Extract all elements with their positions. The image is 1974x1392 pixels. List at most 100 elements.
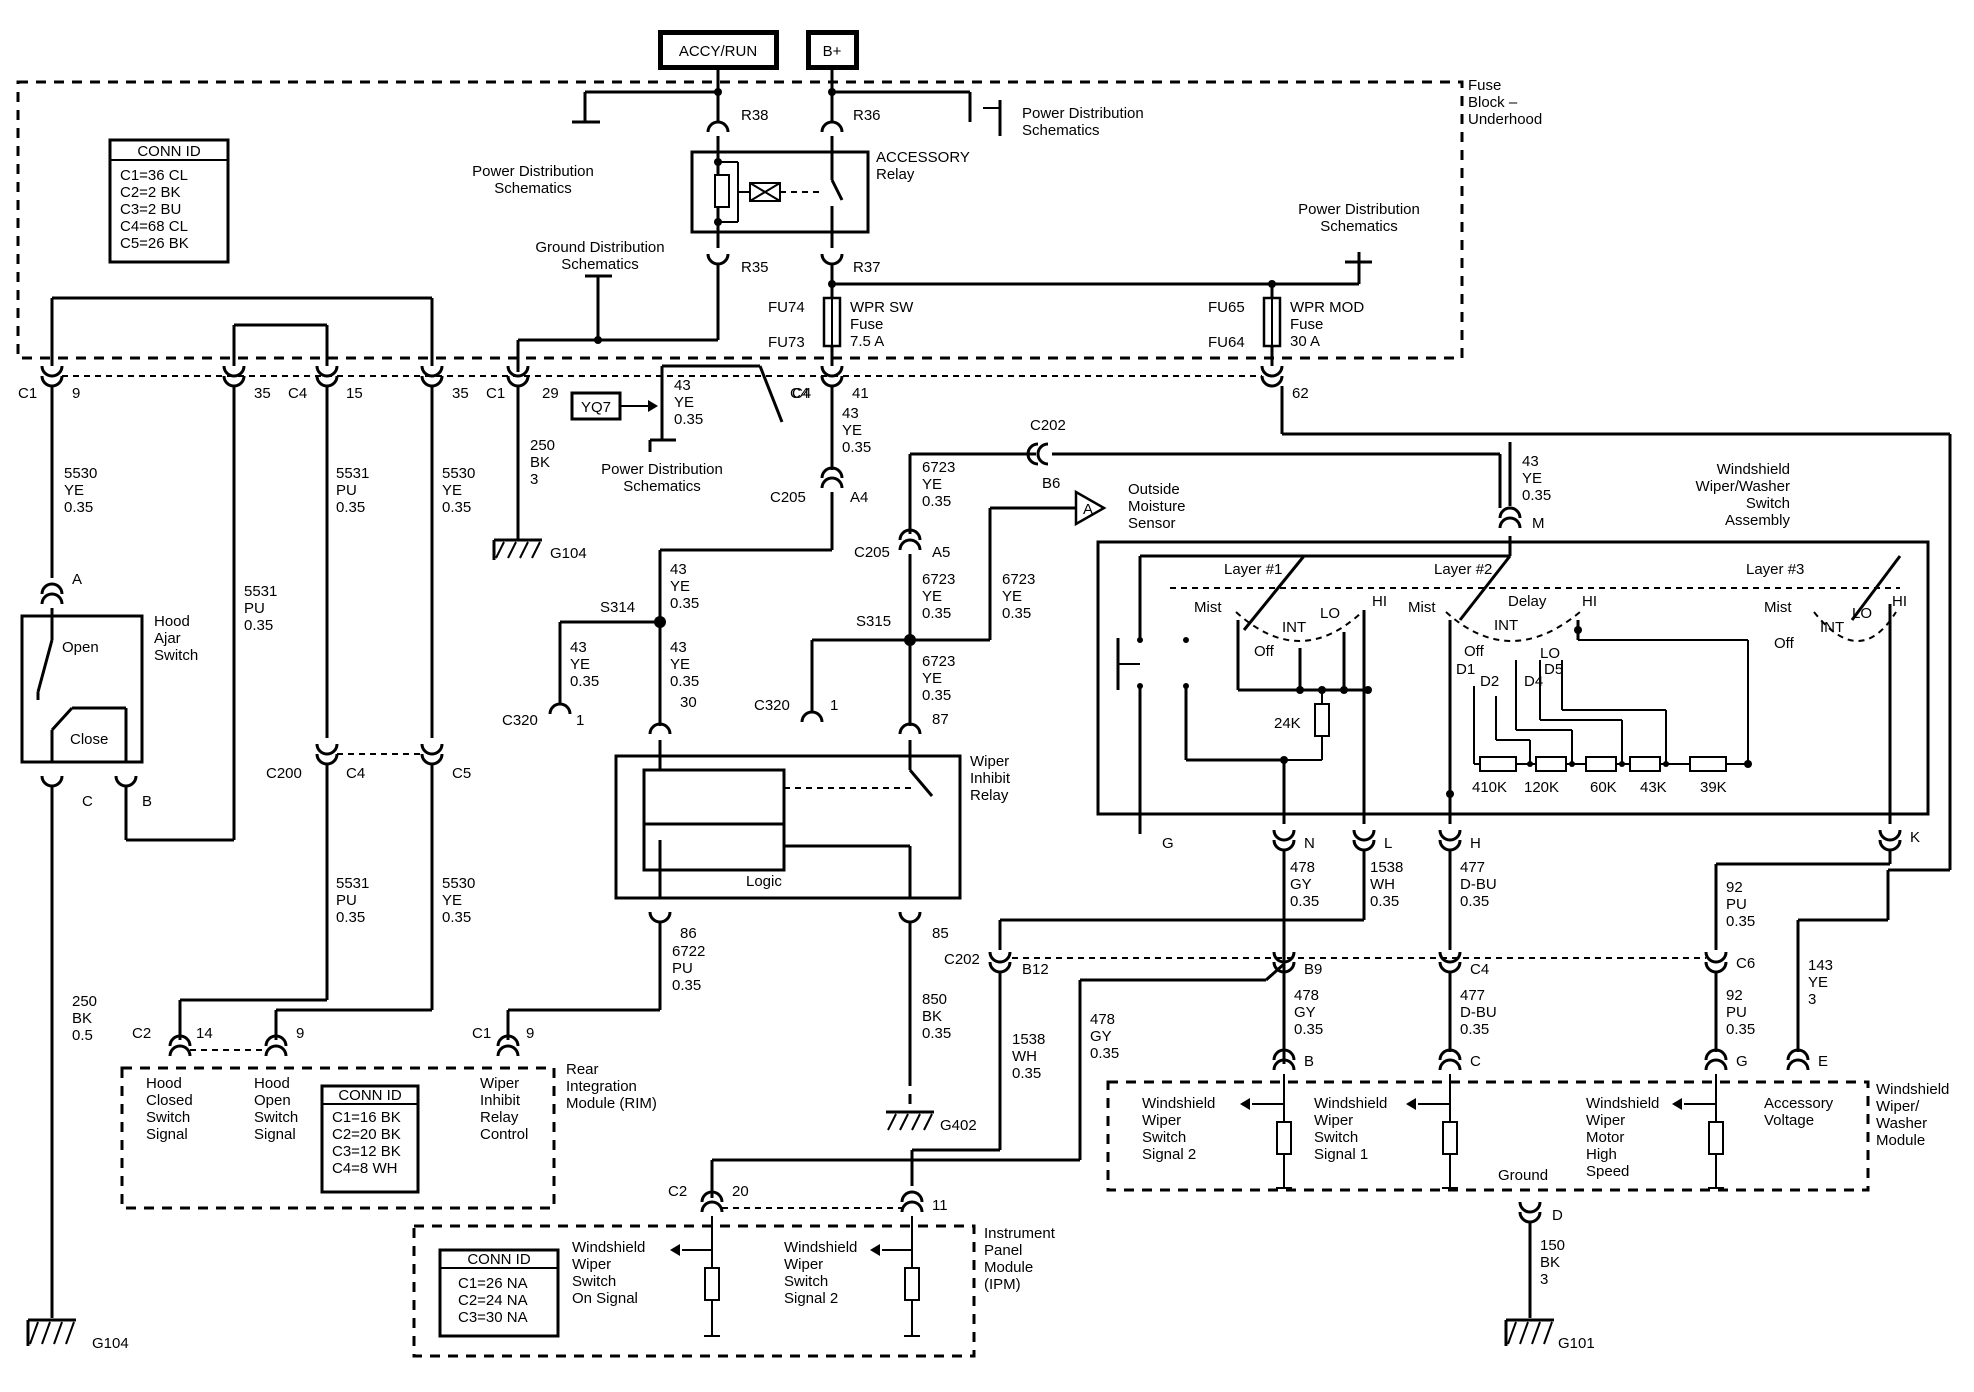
text-line: 5531 [336,875,369,892]
text-line: Module (RIM) [566,1095,657,1112]
text-line: 1538 [1012,1031,1045,1048]
ipm-module [412,1224,976,1358]
text-line: 7.5 A [850,333,884,350]
text-line: 850 [922,991,947,1008]
text-line: YE [922,476,942,493]
text-line: Signal [146,1126,188,1143]
res-39k: 39K [1700,779,1727,796]
d1-label: D1 [1456,661,1475,678]
layer3-label: Layer #3 [1746,561,1804,578]
text-line: Module [1876,1132,1925,1149]
pin-m-label: M [1532,515,1545,532]
pin-35a: 35 [254,385,271,402]
text-line: 250 [530,437,555,454]
text-line: YE [922,670,942,687]
pin-k-label: K [1910,829,1920,846]
open-label: Open [62,639,99,656]
text-line: C4=68 CL [120,218,188,235]
text-line: 6723 [922,459,955,476]
text-line: BK [1540,1254,1560,1271]
text-line: YE [442,482,462,499]
text-line: (IPM) [984,1276,1021,1293]
b-plus-power-box: B+ [806,30,859,70]
text-line: Wiper [1314,1112,1353,1129]
text-line: 5531 [336,465,369,482]
text-line: YE [1808,974,1828,991]
text-line: WH [1370,876,1395,893]
delay-label: Delay [1508,593,1547,610]
text-line: Power Distribution [1022,105,1144,122]
text-line: Hood [146,1075,182,1092]
pin-a-label: A [72,571,82,588]
text-line: 3 [1808,991,1816,1008]
text-line: Switch [154,647,198,664]
off3-label: Off [1774,635,1795,652]
pin-c-label: C [82,793,93,810]
text-line: Wiper [970,753,1009,770]
pin-86: 86 [680,925,697,942]
mist1-label: Mist [1194,599,1222,616]
b6-label: B6 [1042,475,1060,492]
conn-table2-title: CONN ID [338,1087,402,1104]
text-line: YE [670,578,690,595]
text-line: YE [670,656,690,673]
text-line: Module [984,1259,1033,1276]
res-120k: 120K [1524,779,1559,796]
pin-d-label: D [1552,1207,1563,1224]
text-line: Block – [1468,94,1518,111]
text-line: 0.35 [1522,487,1551,504]
text-line: 0.35 [1002,605,1031,622]
pin-l-label: L [1384,835,1392,852]
b-plus-label: B+ [823,43,842,60]
c320-label-a: C320 [502,712,538,729]
text-line: GY [1090,1028,1112,1045]
rim-module [120,1066,556,1210]
text-line: PU [336,482,357,499]
text-line: Power Distribution [1298,201,1420,218]
c1b-label: C1 [486,385,505,402]
text-line: Switch [1746,495,1790,512]
text-line: Hood [254,1075,290,1092]
text-line: 0.35 [1290,893,1319,910]
text-line: Switch [1142,1129,1186,1146]
text-line: Windshield [1586,1095,1659,1112]
text-line: 0.35 [1726,1021,1755,1038]
text-line: 0.35 [244,617,273,634]
pin-n-label: N [1304,835,1315,852]
text-line: Rear [566,1061,599,1078]
text-line: Control [480,1126,528,1143]
c4-label: C4 [288,385,307,402]
text-line: 0.35 [672,977,701,994]
mist2-label: Mist [1408,599,1436,616]
text-line: YE [674,394,694,411]
mist3-label: Mist [1764,599,1792,616]
text-line: Windshield [784,1239,857,1256]
text-line: Inhibit [480,1092,521,1109]
d4-label: D4 [1524,673,1543,690]
off1-label: Off [1254,643,1275,660]
text-line: Wiper [572,1256,611,1273]
pin-15: 15 [346,385,363,402]
r-24k-label: 24K [1274,715,1301,732]
